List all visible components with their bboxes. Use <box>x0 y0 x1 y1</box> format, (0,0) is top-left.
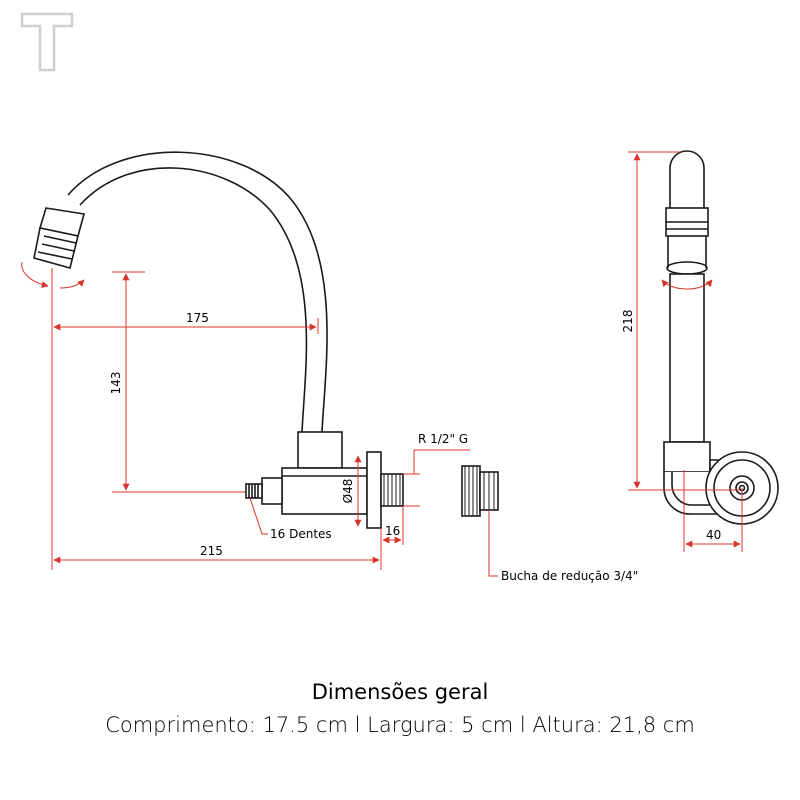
dim-text-diameter: Ø48 <box>341 479 355 504</box>
side-view <box>33 151 404 529</box>
front-upper-tube <box>669 150 705 208</box>
front-view <box>663 150 779 525</box>
dim-text-143: 143 <box>109 372 123 395</box>
dim-text-175: 175 <box>186 311 209 325</box>
front-base <box>663 441 711 473</box>
rotation-arrow-right <box>59 279 85 289</box>
dim-text-40: 40 <box>706 528 721 542</box>
callout-text-bushing: Bucha de redução 3/4" <box>501 569 638 583</box>
dim-text-16: 16 <box>385 524 400 538</box>
spout-base <box>297 431 343 469</box>
side-view-dimensions <box>21 261 498 577</box>
aerator-nozzle <box>33 207 86 269</box>
callout-teeth-leader <box>249 497 268 535</box>
caption-title: Dimensões geral <box>311 680 489 704</box>
wall-flange <box>366 451 382 529</box>
rotation-arrow-left <box>21 261 49 289</box>
front-lower-tube <box>669 273 705 443</box>
callout-text-teeth: 16 Dentes <box>270 527 332 541</box>
dim-text-thread: R 1/2" G <box>418 432 468 446</box>
dim-text-215: 215 <box>200 544 223 558</box>
spout-tube <box>79 167 308 433</box>
brand-logo <box>20 12 74 72</box>
dim-text-218: 218 <box>621 310 635 333</box>
front-rotation-arrow <box>661 279 713 290</box>
caption-specs: Comprimento: 17.5 cm l Largura: 5 cm l A… <box>105 713 695 737</box>
callout-bushing-leader <box>488 510 498 577</box>
front-view-dimensions <box>628 151 743 552</box>
reducer-bushing <box>461 465 499 517</box>
